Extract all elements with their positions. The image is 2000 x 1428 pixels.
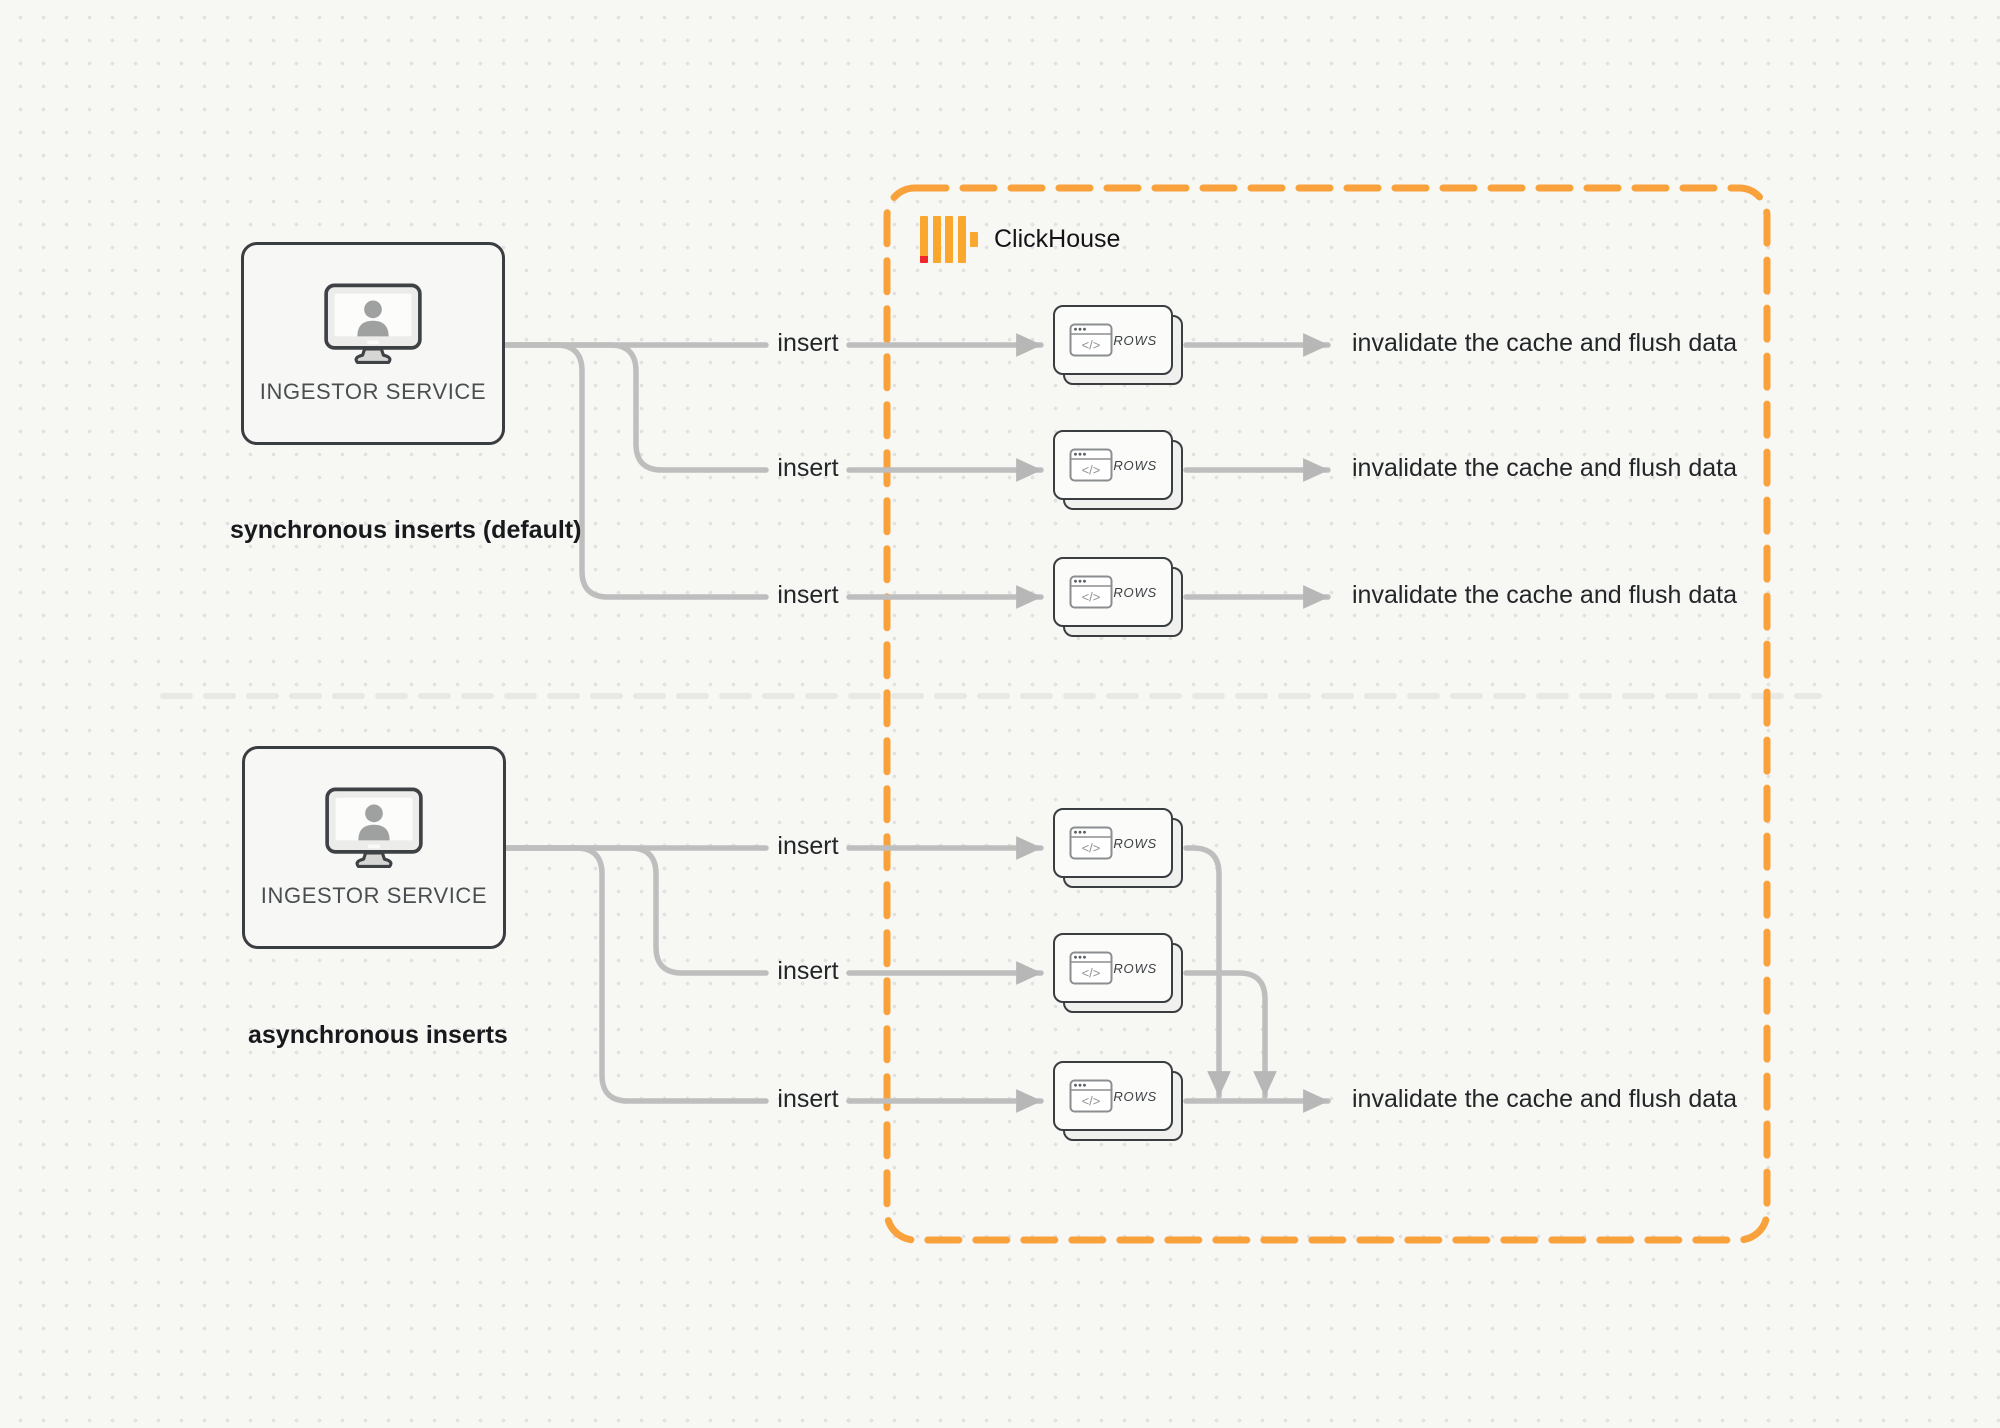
sync-ingestor-service-label: INGESTOR SERVICE bbox=[259, 378, 487, 404]
async-rows-card-3: </> ROWS bbox=[1053, 1061, 1185, 1143]
user-workstation-icon bbox=[324, 283, 422, 364]
svg-text:</>: </> bbox=[1082, 966, 1101, 981]
code-window-icon: </> bbox=[1069, 1079, 1113, 1113]
async-insert-label-1: insert bbox=[777, 832, 839, 860]
rows-card-label: ROWS bbox=[1113, 584, 1157, 600]
sync-insert-label-2: insert bbox=[777, 454, 839, 482]
sync-rows-card-2: </> ROWS bbox=[1053, 430, 1185, 512]
async-insert-label-3: insert bbox=[777, 1085, 839, 1113]
sync-ingestor-service-box: INGESTOR SERVICE bbox=[241, 242, 505, 445]
rows-card-label: ROWS bbox=[1113, 960, 1157, 976]
rows-card-label: ROWS bbox=[1113, 457, 1157, 473]
code-window-icon: </> bbox=[1069, 575, 1113, 609]
async-wire-branch-3 bbox=[504, 845, 769, 1104]
user-workstation-icon bbox=[325, 787, 423, 868]
async-ingestor-service-box: INGESTOR SERVICE bbox=[242, 746, 506, 949]
async-ingestor-service-label: INGESTOR SERVICE bbox=[260, 882, 488, 908]
rows-card-label: ROWS bbox=[1113, 1088, 1157, 1104]
svg-text:</>: </> bbox=[1082, 463, 1101, 478]
rows-card-label: ROWS bbox=[1113, 835, 1157, 851]
async-merge-arrow-2 bbox=[1183, 970, 1277, 1099]
code-window-icon: </> bbox=[1069, 826, 1113, 860]
clickhouse-logo: ClickHouse bbox=[920, 216, 1120, 263]
sync-wire-branch-3 bbox=[502, 342, 769, 600]
clickhouse-logo-text: ClickHouse bbox=[994, 225, 1121, 253]
svg-text:</>: </> bbox=[1082, 1094, 1101, 1109]
clickhouse-logo-bars-icon bbox=[920, 216, 978, 263]
async-rows-card-1: </> ROWS bbox=[1053, 808, 1185, 890]
async-caption: asynchronous inserts bbox=[248, 1021, 508, 1049]
sync-result-label-2: invalidate the cache and flush data bbox=[1352, 454, 1737, 482]
svg-text:</>: </> bbox=[1082, 338, 1101, 353]
async-result-label: invalidate the cache and flush data bbox=[1352, 1085, 1737, 1113]
async-insert-label-2: insert bbox=[777, 957, 839, 985]
sync-insert-label-1: insert bbox=[777, 329, 839, 357]
code-window-icon: </> bbox=[1069, 448, 1113, 482]
sync-rows-card-1: </> ROWS bbox=[1053, 305, 1185, 387]
rows-card-label: ROWS bbox=[1113, 332, 1157, 348]
svg-text:</>: </> bbox=[1082, 590, 1101, 605]
async-merge-arrow-1 bbox=[1183, 845, 1231, 1099]
code-window-icon: </> bbox=[1069, 951, 1113, 985]
async-rows-card-2: </> ROWS bbox=[1053, 933, 1185, 1015]
sync-insert-label-3: insert bbox=[777, 581, 839, 609]
code-window-icon: </> bbox=[1069, 323, 1113, 357]
sync-rows-card-3: </> ROWS bbox=[1053, 557, 1185, 639]
sync-wire-branch-2 bbox=[502, 342, 769, 473]
async-wire-branch-2 bbox=[504, 845, 769, 976]
sync-caption: synchronous inserts (default) bbox=[230, 516, 582, 544]
svg-text:</>: </> bbox=[1082, 841, 1101, 856]
sync-result-label-3: invalidate the cache and flush data bbox=[1352, 581, 1737, 609]
sync-result-label-1: invalidate the cache and flush data bbox=[1352, 329, 1737, 357]
